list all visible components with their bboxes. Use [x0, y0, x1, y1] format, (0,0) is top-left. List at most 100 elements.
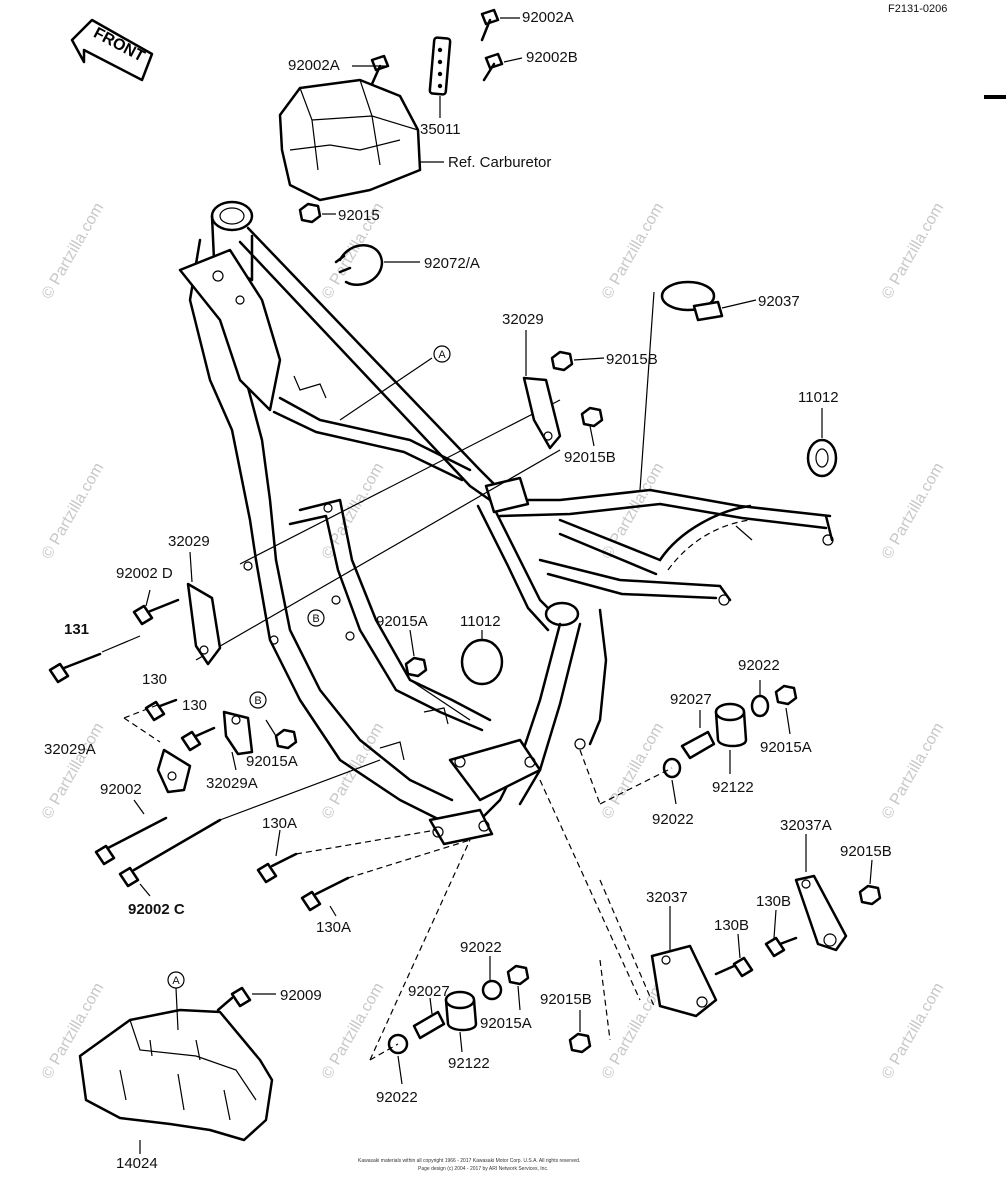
clamp-92037-icon [660, 280, 724, 322]
copyright-line: Page design (c) 2004 - 2017 by ARI Netwo… [418, 1166, 548, 1172]
watermark: © Partzilla.com [599, 460, 668, 562]
bolt-131-icon [48, 652, 102, 684]
part-label: 92015A [760, 739, 812, 756]
bracket-32029a-icon [156, 748, 192, 794]
nut-icon [298, 202, 322, 224]
bracket-32037a-icon [794, 874, 848, 952]
bracket-32029-top [522, 376, 562, 450]
collar-92027-icon [412, 1010, 446, 1040]
nut-icon [274, 728, 298, 750]
part-label: 92122 [712, 779, 754, 796]
washer-icon [481, 979, 503, 1001]
bolt-130b-icon [764, 936, 798, 958]
bolt-icon [144, 698, 178, 722]
part-label: 130 [182, 697, 207, 714]
part-label: 92022 [460, 939, 502, 956]
nut-icon [550, 350, 574, 372]
bolt-130a-icon [300, 876, 350, 912]
part-label: 92122 [448, 1055, 490, 1072]
nut-icon [774, 684, 798, 706]
part-label: 92037 [758, 293, 800, 310]
part-label: 131 [64, 621, 89, 638]
part-label: 92015A [480, 1015, 532, 1032]
part-label: 130A [262, 815, 297, 832]
part-label: 92002 D [116, 565, 173, 582]
part-labels: 92002A 92002A 92002B 35011 Ref. Carburet… [44, 9, 892, 1172]
part-label: 92015A [246, 753, 298, 770]
nut-icon [580, 406, 604, 428]
bolt-130a-icon [256, 852, 298, 884]
part-label: 92015B [540, 991, 592, 1008]
part-label: 92015B [564, 449, 616, 466]
nut-icon [404, 656, 428, 678]
part-label: 32037A [780, 817, 832, 834]
watermark: © Partzilla.com [879, 200, 948, 302]
part-label: 35011 [420, 121, 461, 138]
bracket-35011 [428, 36, 452, 96]
plug-11012-icon [460, 638, 504, 686]
watermark: © Partzilla.com [599, 200, 668, 302]
part-label: 32029A [206, 775, 258, 792]
watermark: © Partzilla.com [599, 720, 668, 822]
figure-code: F2131-0206 [888, 3, 947, 15]
part-label: 92009 [280, 987, 322, 1004]
nut-icon [568, 1032, 592, 1054]
watermark: © Partzilla.com [39, 460, 108, 562]
bolt-icon [482, 52, 504, 82]
part-label: 92015B [840, 843, 892, 860]
motorcycle-frame [178, 200, 834, 846]
bolt-icon [180, 726, 216, 752]
front-arrow-icon: FRONT [70, 18, 154, 82]
skid-plate-14024 [78, 1008, 274, 1142]
bolt-92009-icon [216, 986, 252, 1012]
watermark: © Partzilla.com [319, 460, 388, 562]
nut-icon [506, 964, 530, 986]
part-label: 130 [142, 671, 167, 688]
carburetor-bracket-assembly [278, 36, 452, 202]
watermark: © Partzilla.com [319, 980, 388, 1082]
bolt-130b-icon [714, 956, 754, 978]
long-bolt-92002-icon [94, 816, 168, 866]
watermark: © Partzilla.com [39, 720, 108, 822]
part-label: 32029A [44, 741, 96, 758]
part-label: 11012 [460, 613, 501, 630]
part-label: 92022 [652, 811, 694, 828]
copyright-line: Kawasaki materials within all copyright … [358, 1158, 580, 1164]
callout-b: B [312, 613, 319, 625]
watermark: © Partzilla.com [879, 720, 948, 822]
part-label: 92015B [606, 351, 658, 368]
part-label: 14024 [116, 1155, 158, 1172]
part-label: 92015 [338, 207, 380, 224]
nut-icon [858, 884, 882, 906]
long-bolt-92002c-icon [118, 818, 222, 888]
bushing-92122-icon [714, 702, 748, 748]
part-label: 92002 C [128, 901, 185, 918]
callout-a: A [172, 975, 180, 987]
part-label: 92027 [408, 983, 450, 1000]
collar-92027-icon [680, 730, 716, 760]
part-label: 92002 [100, 781, 142, 798]
part-label: 92015A [376, 613, 428, 630]
grommet-11012-icon [806, 438, 838, 478]
part-label: 92027 [670, 691, 712, 708]
bolt-icon [132, 598, 180, 626]
bracket-32037-icon [650, 944, 718, 1018]
part-label: 130B [714, 917, 749, 934]
margin-mark [984, 95, 1006, 99]
bracket-32029a-icon [222, 710, 254, 756]
part-label: 92022 [376, 1089, 418, 1106]
washer-icon [750, 694, 770, 718]
bushing-92122-icon [444, 990, 478, 1032]
watermark: © Partzilla.com [879, 460, 948, 562]
clamp-icon [334, 244, 384, 287]
bolt-icon [370, 54, 390, 86]
part-label: 32029 [502, 311, 544, 328]
watermark: © Partzilla.com [39, 200, 108, 302]
part-label: 92002A [522, 9, 574, 26]
part-label: 32029 [168, 533, 210, 550]
part-label: 92072/A [424, 255, 480, 272]
part-label: 130A [316, 919, 351, 936]
part-label: 92022 [738, 657, 780, 674]
part-label: 11012 [798, 389, 839, 406]
